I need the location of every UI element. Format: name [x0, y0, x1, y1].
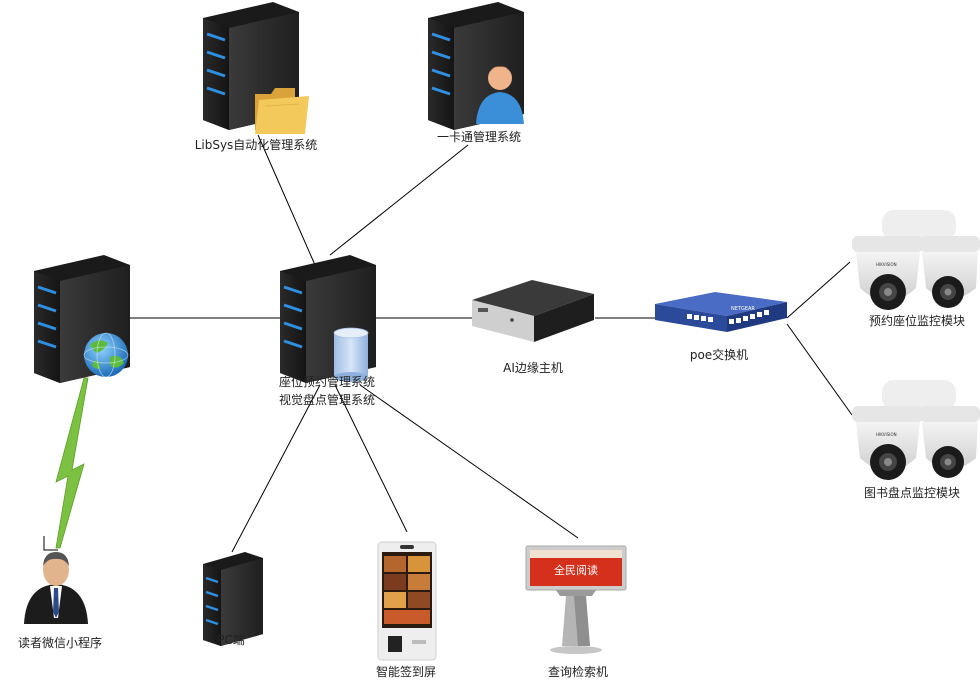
- poe-switch-icon[interactable]: NETGEAR: [655, 292, 787, 332]
- link-seat-kiosk: [359, 384, 579, 539]
- poe-switch-label: poe交换机: [689, 348, 749, 362]
- card-server-icon[interactable]: [428, 2, 524, 130]
- ai-host-label: AI边缘主机: [503, 361, 563, 375]
- link-card-seat: [329, 144, 469, 256]
- ai-edge-host-icon[interactable]: [472, 280, 594, 342]
- seat-system-label-line1: 座位预约管理系统: [278, 375, 376, 389]
- web-server-icon[interactable]: [34, 255, 130, 383]
- seat-management-server-icon[interactable]: [280, 255, 376, 383]
- reader-label: 读者微信小程序: [17, 636, 103, 650]
- database-icon: [333, 327, 369, 382]
- book-camera-group-icon[interactable]: HIKVISION: [852, 380, 980, 480]
- link-seat-checkin: [334, 384, 408, 533]
- user-icon: [476, 66, 524, 124]
- libsys-server-icon[interactable]: [203, 2, 309, 134]
- pc-tower-icon[interactable]: [203, 552, 263, 646]
- connection-lines: [130, 134, 853, 553]
- pc-label: PC端: [217, 633, 245, 647]
- checkin-screen-icon[interactable]: [377, 541, 437, 661]
- link-seat-pc: [231, 384, 321, 553]
- query-kiosk-label: 查询检索机: [547, 665, 609, 679]
- reader-person-icon[interactable]: [24, 552, 88, 624]
- seat-system-label-line2: 视觉盘点管理系统: [278, 393, 376, 407]
- kiosk-screen-text: 全民阅读: [554, 563, 598, 577]
- link-libsys-seat: [257, 134, 316, 266]
- svg-text:HIKVISION: HIKVISION: [876, 262, 897, 267]
- query-kiosk-icon[interactable]: 全民阅读: [525, 545, 627, 654]
- folder-icon: [255, 88, 309, 134]
- wireless-link: [43, 377, 89, 551]
- checkin-screen-label: 智能签到屏: [375, 665, 437, 679]
- card-system-label: 一卡通管理系统: [436, 130, 522, 144]
- seat-camera-group-icon[interactable]: HIKVISION: [852, 210, 980, 310]
- libsys-label: LibSys自动化管理系统: [194, 138, 318, 152]
- globe-icon: [83, 332, 129, 378]
- book-camera-label: 图书盘点监控模块: [863, 486, 961, 500]
- link-switch-seatcam: [786, 261, 851, 319]
- link-switch-bookcam: [786, 323, 853, 416]
- switch-brand-text: NETGEAR: [731, 306, 755, 312]
- svg-text:HIKVISION: HIKVISION: [876, 432, 897, 437]
- seat-camera-label: 预约座位监控模块: [868, 314, 966, 328]
